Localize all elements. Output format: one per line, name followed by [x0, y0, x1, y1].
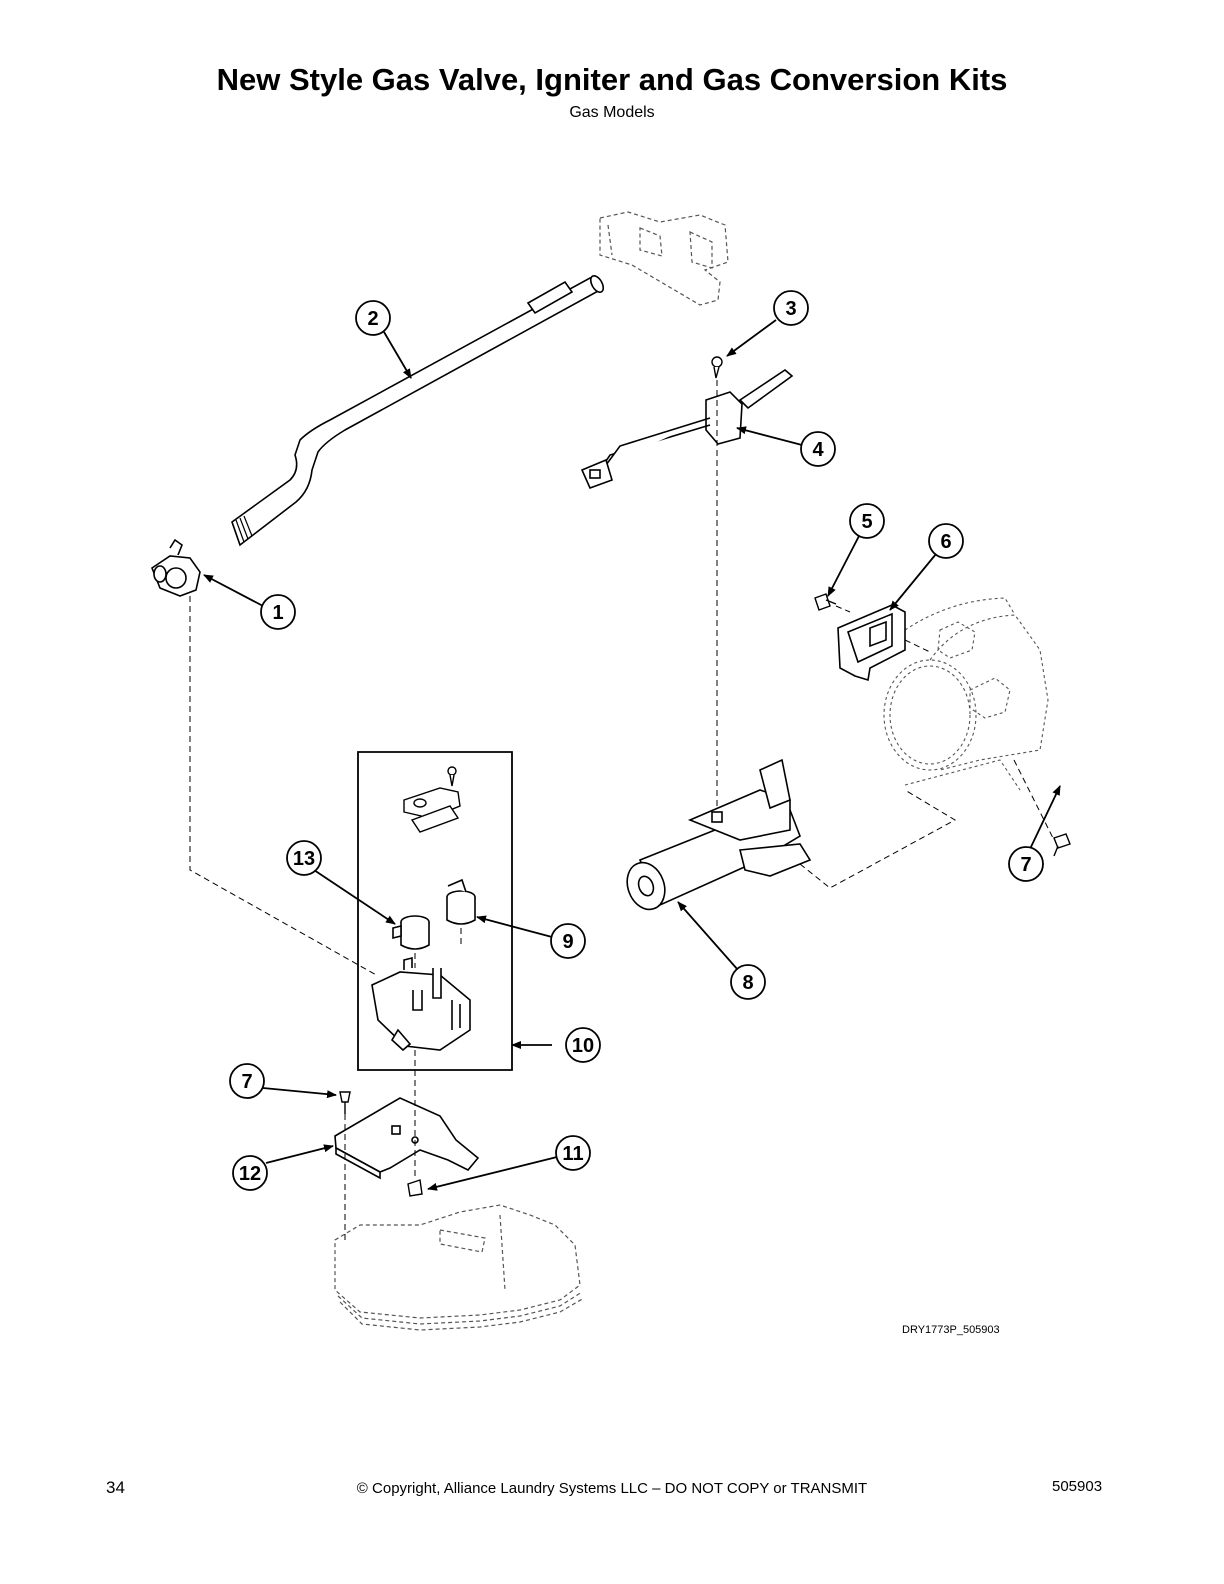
callout-1: 1	[260, 594, 296, 630]
reference-base-panel	[334, 1204, 585, 1331]
svg-text:7: 7	[241, 1071, 252, 1093]
gas-valve-body	[371, 956, 471, 1052]
reference-burner-housing	[883, 597, 1049, 791]
callout-9: 9	[550, 923, 586, 959]
svg-text:8: 8	[742, 972, 753, 994]
reference-bracket-top	[599, 211, 729, 306]
igniter-screw	[711, 356, 723, 379]
flame-sensor-bracket	[837, 604, 906, 682]
svg-text:12: 12	[239, 1163, 261, 1185]
assembly-lines	[189, 380, 1055, 1240]
callout-5: 5	[849, 503, 885, 539]
page-subtitle: Gas Models	[569, 104, 655, 121]
callout-4: 4	[800, 431, 836, 467]
callout-6: 6	[928, 523, 964, 559]
drawing-id: DRY1773P_505903	[902, 1324, 1000, 1336]
page-title: New Style Gas Valve, Igniter and Gas Con…	[216, 62, 1008, 97]
callout-leaders	[203, 319, 1061, 1191]
housing-screw	[1053, 833, 1071, 857]
callout-3: 3	[773, 290, 809, 326]
svg-text:7: 7	[1020, 854, 1031, 876]
plate-screw	[339, 1091, 351, 1114]
svg-text:2: 2	[367, 308, 378, 330]
svg-text:10: 10	[572, 1035, 594, 1057]
svg-text:6: 6	[940, 531, 951, 553]
callout-2: 2	[355, 300, 391, 336]
callout-13: 13	[286, 840, 322, 876]
svg-text:13: 13	[293, 848, 315, 870]
gas-pipe	[231, 275, 605, 547]
igniter	[580, 368, 794, 490]
callout-8: 8	[730, 964, 766, 1000]
shutoff-valve	[151, 538, 201, 597]
burner-assembly	[626, 758, 812, 911]
solenoid-coil-13	[392, 915, 430, 950]
copyright-notice: © Copyright, Alliance Laundry Systems LL…	[356, 1480, 868, 1497]
coil-bracket	[403, 766, 461, 833]
callout-7-left: 7	[229, 1063, 265, 1099]
svg-text:1: 1	[272, 602, 283, 624]
bracket-screw	[814, 593, 837, 611]
valve-mounting-plate	[334, 1097, 480, 1180]
svg-text:3: 3	[785, 298, 796, 320]
svg-text:9: 9	[562, 931, 573, 953]
valve-screw	[407, 1179, 423, 1197]
document-number: 505903	[1052, 1478, 1103, 1495]
svg-text:11: 11	[562, 1143, 583, 1165]
gas-valve-kit-frame	[357, 751, 513, 1071]
callout-12: 12	[232, 1155, 268, 1191]
callout-11: 11	[555, 1135, 591, 1171]
page-number: 34	[106, 1478, 125, 1497]
callout-10: 10	[565, 1027, 601, 1063]
solenoid-coil-9	[446, 878, 476, 925]
callout-7-right: 7	[1008, 846, 1044, 882]
svg-text:4: 4	[812, 439, 824, 461]
svg-text:5: 5	[861, 511, 872, 533]
